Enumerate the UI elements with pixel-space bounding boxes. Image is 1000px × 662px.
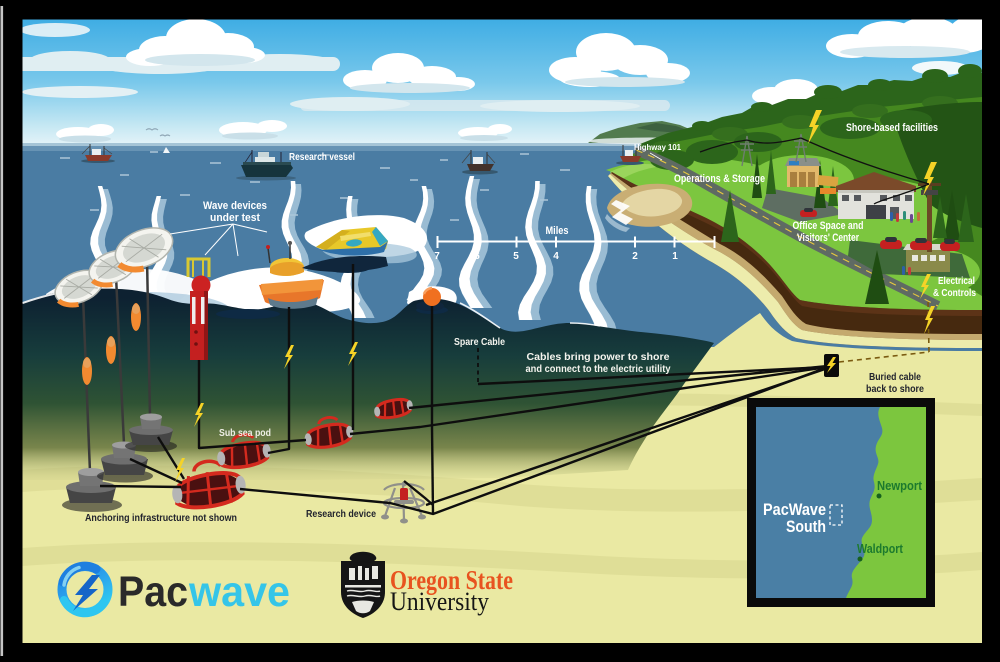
svg-text:under test: under test	[210, 212, 260, 224]
svg-text:Operations & Storage: Operations & Storage	[674, 173, 765, 185]
svg-text:Cables bring power to shore: Cables bring power to shore	[527, 351, 670, 363]
svg-text:Visitors' Center: Visitors' Center	[797, 232, 860, 244]
svg-text:Office Space and: Office Space and	[793, 220, 864, 232]
svg-text:Research vessel: Research vessel	[289, 152, 355, 163]
svg-text:4: 4	[553, 251, 559, 262]
svg-text:5: 5	[513, 251, 519, 262]
svg-text:and connect to the electric ut: and connect to the electric utility	[526, 363, 671, 375]
svg-text:Miles: Miles	[546, 225, 569, 237]
svg-text:Oregon State: Oregon State	[390, 565, 513, 595]
svg-text:Newport: Newport	[877, 479, 923, 493]
svg-text:Electrical: Electrical	[938, 276, 975, 287]
svg-text:South: South	[786, 517, 826, 536]
svg-text:Buried cable: Buried cable	[869, 371, 921, 383]
svg-text:Anchoring infrastructure not s: Anchoring infrastructure not shown	[85, 512, 237, 524]
svg-text:7: 7	[434, 251, 440, 262]
svg-text:Spare Cable: Spare Cable	[454, 336, 505, 348]
svg-text:Research device: Research device	[306, 508, 376, 520]
svg-text:University: University	[390, 587, 489, 616]
svg-text:Sub sea pod: Sub sea pod	[219, 427, 271, 439]
svg-text:1: 1	[672, 251, 678, 262]
svg-text:back to shore: back to shore	[866, 383, 924, 395]
svg-text:Waldport: Waldport	[857, 542, 904, 556]
svg-text:Highway 101: Highway 101	[634, 142, 681, 152]
svg-text:3: 3	[592, 251, 598, 262]
svg-text:PacWave: PacWave	[763, 500, 826, 519]
svg-text:& Controls: & Controls	[933, 288, 976, 299]
svg-text:6: 6	[474, 251, 480, 262]
svg-text:wave: wave	[188, 568, 290, 616]
svg-text:Wave devices: Wave devices	[203, 200, 267, 212]
svg-text:Pac: Pac	[118, 568, 188, 616]
svg-text:Shore-based facilities: Shore-based facilities	[846, 122, 938, 134]
svg-text:2: 2	[632, 251, 638, 262]
